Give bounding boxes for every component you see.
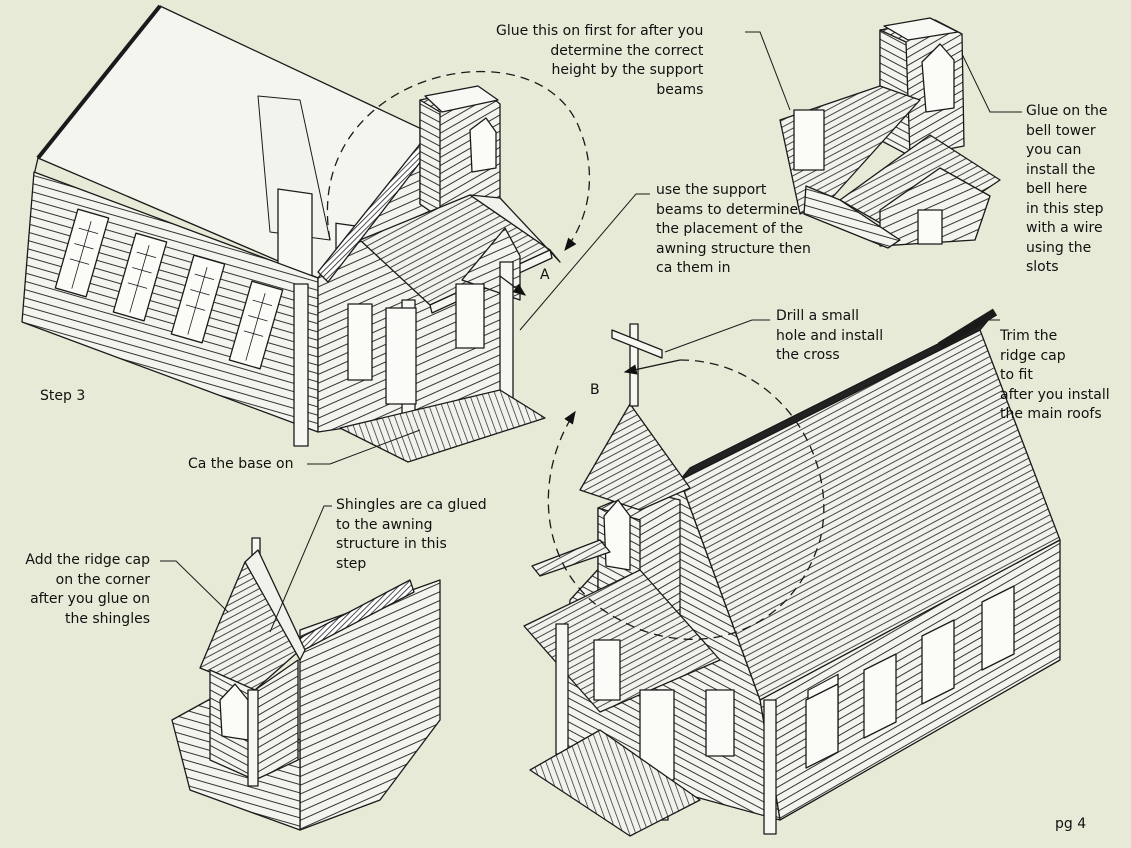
ridge-cap-detail <box>171 537 441 831</box>
callout-shingles: Shingles are ca glued to the awning stru… <box>336 497 487 572</box>
callout-trim: Trim the ridge cap to fit after you inst… <box>1000 328 1110 422</box>
callout-glue-first: Glue this on first for after you determi… <box>496 23 704 98</box>
motion-arrows <box>326 70 825 640</box>
callout-base: Ca the base on <box>188 456 294 472</box>
marker-a: A <box>540 267 550 283</box>
church-completed <box>523 308 1061 837</box>
bell-tower-detail <box>779 17 1001 249</box>
marker-b: B <box>590 382 600 398</box>
step3-building <box>21 4 561 463</box>
callout-drill: Drill a small hole and install the cross <box>776 308 884 363</box>
callout-bell-tower: Glue on the bell tower you can install t… <box>1026 103 1108 275</box>
page-number: pg 4 <box>1055 816 1087 832</box>
leader-lines <box>160 31 1022 633</box>
step-label: Step 3 <box>40 388 86 404</box>
callout-ridge-cap: Add the ridge cap on the corner after yo… <box>25 552 150 627</box>
callout-support-beams: use the support beams to determine the p… <box>656 182 811 276</box>
